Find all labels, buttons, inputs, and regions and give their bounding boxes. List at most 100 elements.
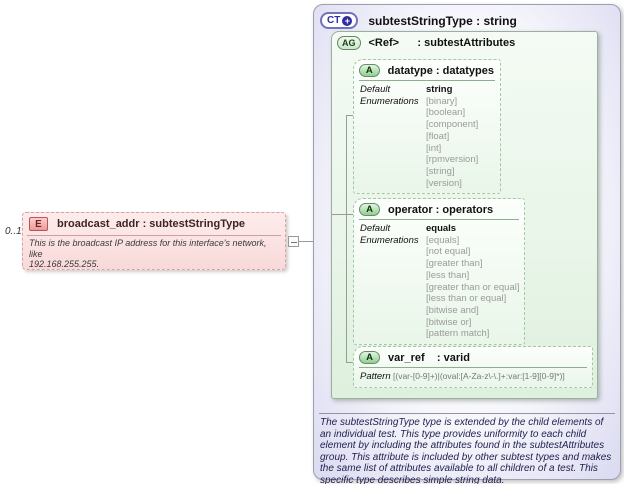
property-value: [not equal] xyxy=(426,246,471,258)
expand-plus-icon[interactable]: + xyxy=(342,15,353,26)
property-label xyxy=(360,246,426,258)
property-row: [greater than or equal] xyxy=(360,281,520,294)
attribute-title: operator : operators xyxy=(388,203,494,216)
property-value: [equals] xyxy=(426,234,460,246)
attribute-header: A var_ref : varid xyxy=(354,347,592,367)
connector-line xyxy=(299,241,314,242)
attribute-group-panel: AG <Ref> : subtestAttributes A datatype … xyxy=(331,31,598,399)
attribute-group-header: AG <Ref> : subtestAttributes xyxy=(337,36,515,50)
attribute-badge-icon: A xyxy=(359,351,380,364)
attribute-header: A datatype : datatypes xyxy=(354,60,500,80)
property-row: [pattern match] xyxy=(360,328,518,340)
property-value: [bitwise and] xyxy=(426,304,479,316)
property-label: Default xyxy=(360,223,391,234)
attribute-node-var-ref[interactable]: A var_ref : varid Pattern[(var-[0-9]+)|(… xyxy=(353,346,593,388)
attribute-separator xyxy=(359,367,587,368)
property-row: [boolean] xyxy=(360,107,494,119)
type-documentation: The subtestStringType type is extended b… xyxy=(320,417,612,484)
property-row: [not equal] xyxy=(360,246,518,258)
complex-type-badge-icon[interactable]: CT + xyxy=(320,12,359,29)
property-row: Enumerations [equals] xyxy=(360,235,518,247)
documentation-divider xyxy=(319,413,615,414)
property-row: Pattern[(var-[0-9]+)|(oval:[A-Za-z\-\.]+… xyxy=(360,371,586,383)
property-label: Default xyxy=(360,84,391,95)
attribute-group-title: <Ref> : subtestAttributes xyxy=(368,37,516,49)
bracket-stub-datatype xyxy=(346,115,354,116)
bracket-vertical-line xyxy=(346,115,347,363)
property-row: [greater than] xyxy=(360,258,518,270)
element-separator xyxy=(27,235,281,236)
attribute-title: datatype : datatypes xyxy=(387,64,494,77)
property-row: [bitwise and] xyxy=(360,305,518,317)
attribute-badge-icon: A xyxy=(359,203,380,216)
property-row: [bitwise or] xyxy=(360,317,518,329)
minus-icon xyxy=(291,242,297,243)
property-row: Default string xyxy=(360,84,494,96)
property-value: [version] xyxy=(426,177,462,189)
property-value: [binary] xyxy=(426,95,458,107)
property-row: Enumerations [binary] xyxy=(360,96,494,108)
annotation-line: 192.168.255.255. xyxy=(29,259,100,269)
property-value: [bitwise or] xyxy=(426,316,472,328)
attribute-separator xyxy=(359,219,519,220)
attribute-group-badge-icon[interactable]: AG xyxy=(337,36,361,50)
property-value: [less than or equal] xyxy=(426,293,507,305)
attribute-badge-icon: A xyxy=(359,64,380,77)
property-value: [int] xyxy=(426,142,442,154)
property-value: string xyxy=(426,84,453,95)
property-value: [boolean] xyxy=(426,107,466,119)
element-node-broadcast-addr[interactable]: E broadcast_addr : subtestStringType Thi… xyxy=(22,212,286,270)
property-label xyxy=(360,178,426,190)
property-row: [float] xyxy=(360,131,494,143)
complex-type-header: CT + subtestStringType : string xyxy=(320,12,517,29)
property-label xyxy=(360,154,426,166)
property-row: [less than or equal] xyxy=(360,293,518,305)
property-value: equals xyxy=(426,223,457,234)
reference-collapse-box[interactable] xyxy=(288,236,299,247)
attribute-title: var_ref : varid xyxy=(388,351,470,364)
property-value: [less than] xyxy=(426,269,470,281)
property-label xyxy=(360,143,426,155)
complex-type-title: subtestStringType : string xyxy=(368,13,517,28)
element-annotation: This is the broadcast IP address for thi… xyxy=(23,236,285,270)
element-badge-icon: E xyxy=(29,217,48,231)
property-value: [float] xyxy=(426,130,450,142)
element-header: E broadcast_addr : subtestStringType xyxy=(23,213,285,234)
property-label xyxy=(360,305,426,317)
property-value: [rpmversion] xyxy=(426,154,479,166)
property-label: Enumerations xyxy=(360,234,419,246)
property-value: [component] xyxy=(426,119,479,131)
property-row: [version] xyxy=(360,178,494,190)
attribute-header: A operator : operators xyxy=(354,199,524,219)
property-label xyxy=(360,258,426,270)
bracket-stub-varref xyxy=(346,362,354,363)
property-label xyxy=(360,270,426,282)
property-value: [greater than] xyxy=(426,258,483,270)
property-label: Enumerations xyxy=(360,95,419,107)
complex-type-panel: CT + subtestStringType : string AG <Ref>… xyxy=(313,4,621,484)
attribute-separator xyxy=(359,80,495,81)
property-value: [string] xyxy=(426,165,455,177)
property-label: Pattern xyxy=(360,371,391,382)
property-row: [less than] xyxy=(360,270,518,282)
attribute-properties: Pattern[(var-[0-9]+)|(oval:[A-Za-z\-\.]+… xyxy=(354,368,592,383)
property-label xyxy=(360,317,426,329)
property-row: [component] xyxy=(360,119,494,131)
cardinality-label: 0..1 xyxy=(5,226,22,237)
annotation-line: This is the broadcast IP address for thi… xyxy=(29,238,267,259)
property-value: [pattern match] xyxy=(426,328,490,340)
property-label xyxy=(360,107,426,119)
property-value: [greater than or equal] xyxy=(426,281,520,293)
property-row: [string] xyxy=(360,166,494,178)
property-row: [rpmversion] xyxy=(360,154,494,166)
property-label xyxy=(360,293,426,305)
property-label xyxy=(360,328,426,340)
bracket-stub-operator xyxy=(332,214,354,215)
property-label xyxy=(360,119,426,131)
property-label xyxy=(360,166,426,178)
